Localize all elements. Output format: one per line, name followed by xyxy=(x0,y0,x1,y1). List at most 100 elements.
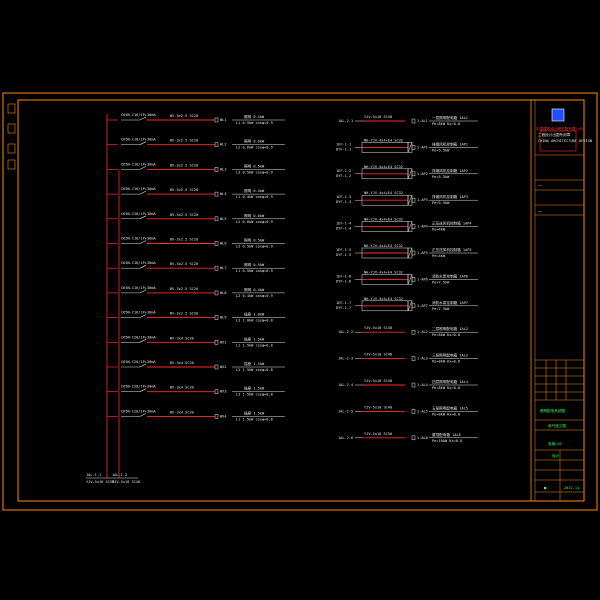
circuit-id: 1-AL2 xyxy=(417,330,428,334)
circuit-tag: 1EF-1-2 xyxy=(336,169,351,173)
terminal-icon xyxy=(411,224,416,229)
terminal-icon xyxy=(411,382,416,388)
load-name: 插座 1.5kW xyxy=(244,410,265,415)
load-name: 排烟风机控制箱 1AP2 xyxy=(432,168,468,173)
circuit-tag: 1AL-2-4 xyxy=(338,383,353,387)
cable-spec: BV-3x4 SC20 xyxy=(170,386,194,390)
load-spec: Pe=8kW Kx=0.8 xyxy=(432,386,460,390)
breaker-spec: C65N-C16/1P+30mA xyxy=(121,162,156,166)
cable-spec: YJV-5x10 SC40 xyxy=(364,379,392,383)
left-margin-marks xyxy=(7,103,16,170)
circuit-id: 1-AP2 xyxy=(417,172,428,176)
load-name: 插座 1.5kW xyxy=(244,361,265,366)
load-spec: Pe=8kW Kx=0.8 xyxy=(432,412,460,416)
circuit-tag-secondary: DYF-1-3 xyxy=(336,200,351,204)
breaker-spec: C65N-C20/1P+30mA xyxy=(121,409,156,413)
breaker-switch-icon xyxy=(139,215,147,220)
load-spec: L2 0.4kW cosφ=0.9 xyxy=(236,294,273,298)
breaker-switch-icon xyxy=(139,240,147,244)
org-line-1: 中国建筑设计研究院有限公司 xyxy=(536,126,583,131)
load-name: 四层照明配电箱 1AL4 xyxy=(432,379,468,384)
load-spec: Pe=5.5kW xyxy=(432,201,450,205)
load-name: 排烟风机控制箱 1AP1 xyxy=(432,141,468,146)
load-spec: L3 0.5kW cosφ=0.9 xyxy=(236,245,273,249)
terminal-icon xyxy=(214,167,219,172)
terminal-icon xyxy=(411,145,416,150)
terminal-icon xyxy=(214,117,219,123)
cable-spec: NH-YJV-4x4+E4 SC32 xyxy=(364,218,403,222)
feed-cable: YJV-5x16 SC50 xyxy=(86,480,114,484)
load-spec: Pe=7.5kW xyxy=(432,307,450,311)
breaker-switch-icon xyxy=(139,141,147,145)
circuit-id: WX4 xyxy=(220,414,227,418)
terminal-icon xyxy=(411,409,416,414)
cable-spec: NH-YJV-4x4+E4 SC32 xyxy=(364,297,403,301)
load-name: 照明 0.5kW xyxy=(244,114,265,119)
terminal-icon xyxy=(214,142,219,147)
load-spec: L2 0.6kW cosφ=0.9 xyxy=(236,146,273,150)
cable-spec: NH-YJV-4x4+E4 SC32 xyxy=(364,191,403,195)
title-role: 2012.11 xyxy=(564,486,579,490)
terminal-icon xyxy=(411,197,416,203)
cable-spec: YJV-5x10 SC40 xyxy=(364,326,392,330)
load-name: 排烟风机控制箱 1AP3 xyxy=(432,194,468,199)
load-spec: L1 0.5kW cosφ=0.9 xyxy=(236,121,273,125)
cable-spec: NH-YJV-4x4+E4 SC32 xyxy=(364,138,403,142)
terminal-icon xyxy=(214,340,219,345)
breaker-spec: C65N-C20/1P+30mA xyxy=(121,360,156,364)
cable-spec: NH-YJV-4x4+E4 SC32 xyxy=(364,244,403,248)
load-spec: L2 1.5kW cosφ=0.8 xyxy=(236,368,273,372)
load-name: 照明 0.5kW xyxy=(244,163,265,168)
load-spec: Pe=10kW Kx=0.8 xyxy=(432,439,462,443)
load-spec: L2 0.6kW cosφ=0.9 xyxy=(236,220,273,224)
title-sheet: 电施-05 xyxy=(548,441,562,446)
cable-spec: BV-3x2.5 SC20 xyxy=(170,213,198,217)
terminal-icon xyxy=(214,364,219,370)
load-name: 消防水泵控制箱 1AP6 xyxy=(432,273,468,278)
circuit-tag: 1EF-1-3 xyxy=(336,195,351,199)
circuit-tag: 1EF-1-5 xyxy=(336,248,351,252)
terminal-icon xyxy=(411,435,416,441)
inner-frame xyxy=(17,99,585,502)
terminal-icon xyxy=(411,250,416,256)
org-line-2: 工程设计出图专用章 xyxy=(538,132,571,137)
cable-spec: BV-3x4 SC20 xyxy=(170,410,194,414)
load-name: 插座 1.5kW xyxy=(244,386,265,391)
cable-spec: YJV-5x10 SC40 xyxy=(364,353,392,357)
load-name: 照明 0.5kW xyxy=(244,238,265,243)
circuit-id: WL4 xyxy=(220,192,227,196)
load-spec: L1 1.5kW cosφ=0.8 xyxy=(236,343,273,347)
cable-spec: BV-3x2.5 SC20 xyxy=(170,262,198,266)
load-spec: L1 0.5kW cosφ=0.9 xyxy=(236,269,273,273)
terminal-icon xyxy=(214,315,219,320)
load-name: 照明 0.6kW xyxy=(244,213,265,218)
circuit-id: WL9 xyxy=(220,316,227,320)
load-spec: L3 0.5kW cosφ=0.9 xyxy=(236,170,273,174)
circuit-id: WL8 xyxy=(220,291,227,295)
svg-text:——: —— xyxy=(538,209,543,213)
circuit-id: 1-AP1 xyxy=(417,145,428,149)
breaker-switch-icon xyxy=(139,190,147,195)
circuit-id: 1-AL6 xyxy=(417,436,428,440)
breaker-spec: C65N-C16/1P+30mA xyxy=(121,113,156,117)
svg-text:■: ■ xyxy=(544,486,547,490)
circuit-tag: 1AL-2-6 xyxy=(338,436,353,440)
breaker-spec: C65N-C16/1P+30mA xyxy=(121,212,156,216)
load-spec: Pe=4kW xyxy=(432,228,446,232)
terminal-icon xyxy=(214,290,219,296)
circuit-id: WX2 xyxy=(220,365,227,369)
circuit-tag: 1AL-2-1 xyxy=(338,119,353,123)
cable-spec: YJV-5x10 SC40 xyxy=(364,115,392,119)
load-spec: Pe=5.5kW xyxy=(432,148,450,152)
circuit-id: 1-AP3 xyxy=(417,198,428,202)
